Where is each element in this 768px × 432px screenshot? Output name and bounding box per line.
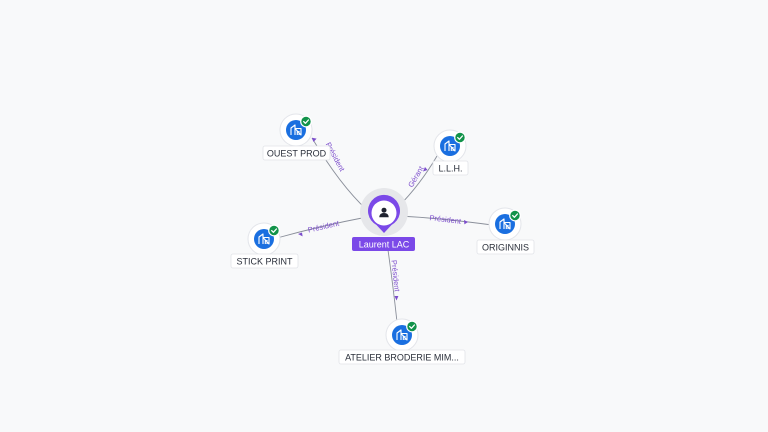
check-badge-icon bbox=[300, 115, 312, 128]
company-name: ORIGINNIS bbox=[482, 243, 529, 253]
check-badge-icon bbox=[268, 224, 280, 237]
company-name: OUEST PROD bbox=[267, 149, 327, 159]
person-name: Laurent LAC bbox=[359, 240, 410, 250]
building-icon bbox=[258, 233, 270, 245]
person-name-badge bbox=[352, 237, 415, 251]
relation-label: Président bbox=[307, 218, 341, 234]
check-badge-icon bbox=[509, 209, 521, 222]
relation-label: Gérant bbox=[406, 164, 426, 189]
relation-label: Président bbox=[429, 213, 462, 226]
company-name: STICK PRINT bbox=[236, 257, 293, 267]
edge-stick-print: Président bbox=[276, 216, 368, 239]
company-name: ATELIER BRODERIE MIM... bbox=[345, 353, 459, 363]
person-icon bbox=[379, 207, 389, 218]
building-icon bbox=[499, 218, 511, 230]
edge-originnis: Président bbox=[398, 213, 493, 226]
company-node-llh[interactable]: L.L.H. bbox=[432, 129, 469, 176]
building-icon bbox=[290, 124, 302, 136]
building-icon bbox=[396, 329, 408, 341]
edge-atelier: Président bbox=[387, 249, 402, 323]
relation-label: Président bbox=[389, 260, 401, 293]
company-node-atelier[interactable]: ATELIER BRODERIE MIM... bbox=[338, 318, 466, 365]
company-node-originnis[interactable]: ORIGINNIS bbox=[476, 207, 535, 255]
company-node-ouest-prod[interactable]: OUEST PROD bbox=[262, 113, 331, 161]
check-badge-icon bbox=[454, 131, 466, 144]
company-name: L.L.H. bbox=[438, 164, 462, 174]
company-node-stick-print[interactable]: STICK PRINT bbox=[230, 222, 299, 269]
person-node[interactable]: Laurent LAC bbox=[352, 188, 415, 251]
check-badge-icon bbox=[406, 320, 418, 333]
building-icon bbox=[444, 140, 456, 152]
